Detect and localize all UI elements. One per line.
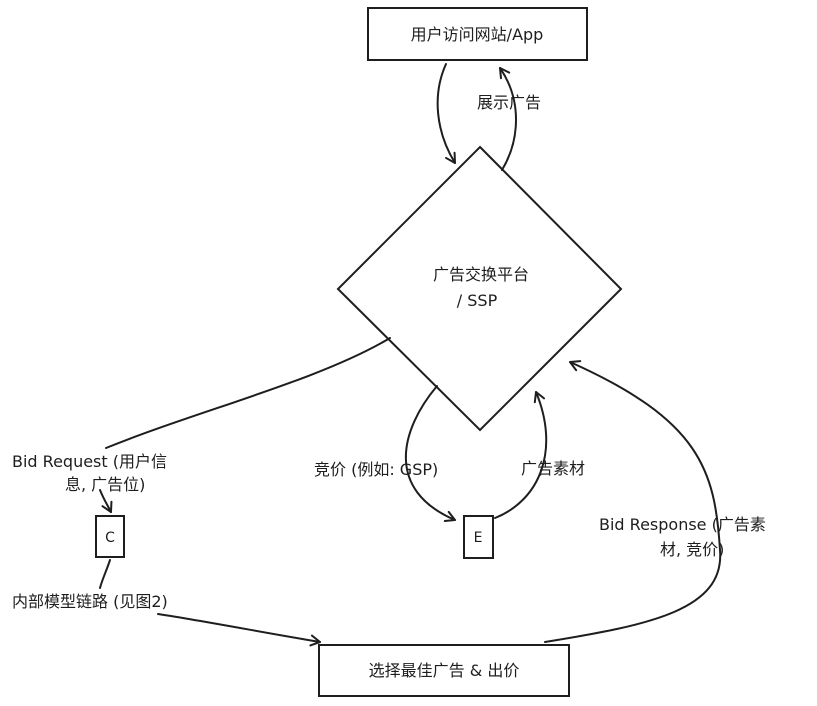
arrow-e-to-exchange xyxy=(494,391,548,519)
bid-response-label-line2: 材, 竞价) xyxy=(660,540,724,559)
node-c: C xyxy=(95,515,125,558)
bid-request-label-line1: Bid Request (用户信 xyxy=(12,452,167,471)
node-e-label: E xyxy=(474,530,483,546)
node-e: E xyxy=(463,515,494,559)
arrow-model-to-select xyxy=(157,613,321,647)
show-ad-label: 展示广告 xyxy=(477,93,541,112)
node-c-label: C xyxy=(105,530,115,546)
arrow-user-to-exchange xyxy=(436,63,456,164)
select-bid-node: 选择最佳广告 & 出价 xyxy=(318,644,570,697)
bid-response-label-line1: Bid Response (广告素 xyxy=(599,515,766,534)
line-c-to-model xyxy=(99,559,111,589)
ad-creative-label: 广告素材 xyxy=(521,459,585,478)
internal-model-label: 内部模型链路 (见图2) xyxy=(12,592,168,611)
auction-label: 竞价 (例如: GSP) xyxy=(314,460,438,479)
ad-exchange-label-line1: 广告交换平台 xyxy=(433,265,529,284)
arrow-exchange-to-user xyxy=(499,67,517,171)
arrow-exchange-to-e xyxy=(404,385,456,523)
select-bid-label: 选择最佳广告 & 出价 xyxy=(369,661,520,680)
bid-request-label-line2: 息, 广告位) xyxy=(65,475,145,494)
user-visit-label: 用户访问网站/App xyxy=(411,25,544,44)
user-visit-node: 用户访问网站/App xyxy=(367,7,588,61)
ad-exchange-node: 广告交换平台 / SSP xyxy=(336,145,623,432)
arrow-select-to-exchange xyxy=(544,360,722,643)
ad-exchange-label-line2: / SSP xyxy=(457,291,498,310)
line-exchange-to-c xyxy=(105,337,391,449)
arrow-into-c xyxy=(99,489,113,513)
